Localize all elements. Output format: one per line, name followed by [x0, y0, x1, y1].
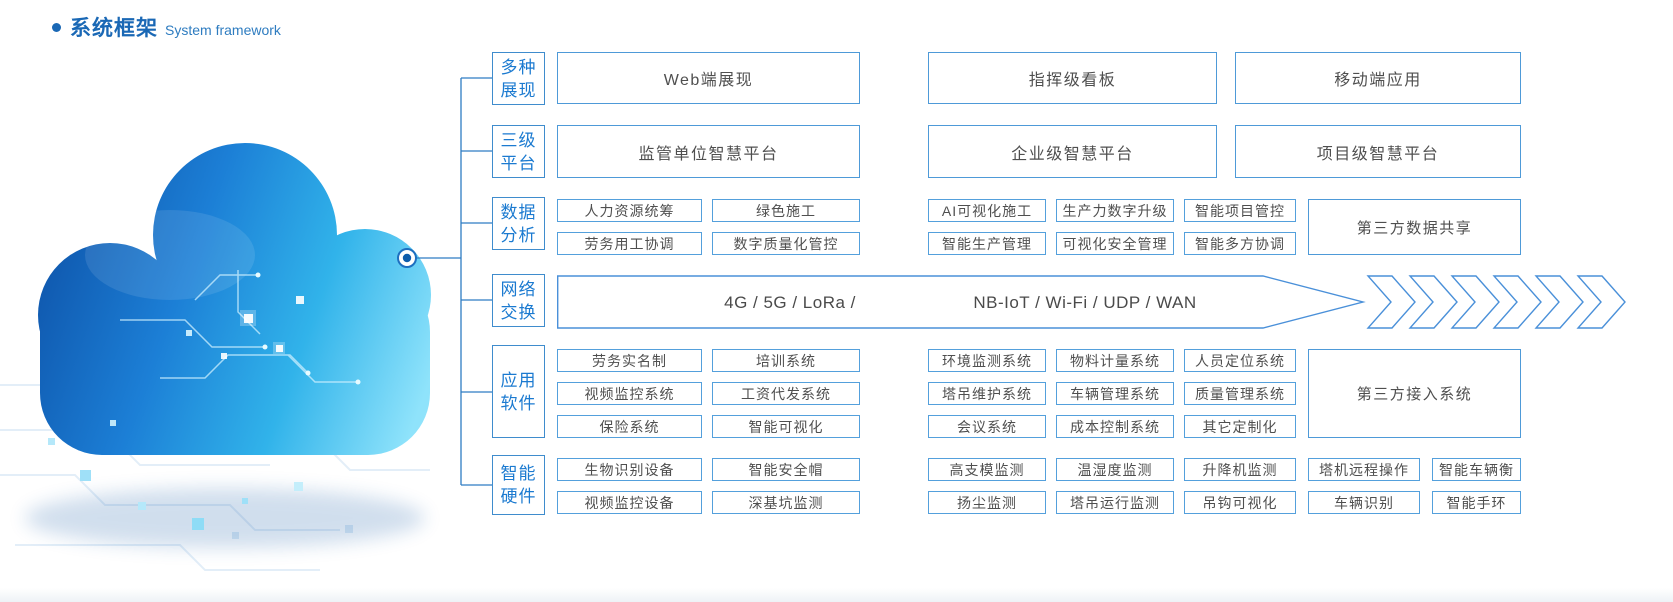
box-software-cell: 视频监控系统 — [557, 382, 702, 405]
box-software-cell: 成本控制系统 — [1056, 415, 1174, 438]
row-label-platform: 三级平台 — [492, 125, 545, 178]
box-project-platform: 项目级智慧平台 — [1235, 125, 1521, 178]
cloud-body — [38, 143, 431, 455]
glow-squares — [186, 296, 304, 359]
box-hardware-cell: 深基坑监测 — [712, 491, 860, 514]
row-label-network: 网络交换 — [492, 274, 545, 327]
hub-node-core — [402, 253, 412, 263]
chevron-icon — [1450, 275, 1500, 329]
hub-node-icon — [397, 248, 417, 268]
network-band-shape — [557, 275, 1366, 329]
box-command-board: 指挥级看板 — [928, 52, 1217, 104]
box-hardware-cell: 视频监控设备 — [557, 491, 702, 514]
box-data-cell: 智能生产管理 — [928, 232, 1046, 255]
box-software-cell: 其它定制化 — [1184, 415, 1296, 438]
box-software-cell: 环境监测系统 — [928, 349, 1046, 372]
box-hardware-cell: 塔吊运行监测 — [1056, 491, 1174, 514]
box-software-cell: 车辆管理系统 — [1056, 382, 1174, 405]
box-regulator-platform: 监管单位智慧平台 — [557, 125, 860, 178]
box-hardware-cell: 生物识别设备 — [557, 458, 702, 481]
network-protocols-left: 4G / 5G / LoRa / — [724, 293, 856, 312]
box-data-cell: 生产力数字升级 — [1056, 199, 1174, 222]
cloud-highlight — [85, 210, 255, 300]
box-third-party-data-share: 第三方数据共享 — [1308, 199, 1521, 255]
box-data-cell: 智能项目管控 — [1184, 199, 1296, 222]
cloud-circuit-traces — [120, 270, 358, 383]
box-data-cell: 绿色施工 — [712, 199, 860, 222]
box-hardware-cell: 智能安全帽 — [712, 458, 860, 481]
box-data-cell: 劳务用工协调 — [557, 232, 702, 255]
box-data-cell: 人力资源统筹 — [557, 199, 702, 222]
cloud-shadow — [25, 488, 425, 548]
chevron-icon — [1534, 275, 1584, 329]
title-zh: 系统框架 — [70, 17, 158, 40]
box-hardware-cell: 智能手环 — [1432, 491, 1521, 514]
row-label-software: 应用软件 — [492, 345, 545, 438]
row-label-hardware: 智能硬件 — [492, 455, 545, 515]
row-label-data: 数据分析 — [492, 197, 545, 250]
box-data-cell: 数字质量化管控 — [712, 232, 860, 255]
box-software-cell: 会议系统 — [928, 415, 1046, 438]
box-data-cell: 可视化安全管理 — [1056, 232, 1174, 255]
bullet-dot-icon — [52, 22, 61, 32]
box-hardware-cell: 高支模监测 — [928, 458, 1046, 481]
box-hardware-cell: 扬尘监测 — [928, 491, 1046, 514]
chevron-icon — [1366, 275, 1416, 329]
box-hardware-cell: 温湿度监测 — [1056, 458, 1174, 481]
chevron-icon — [1576, 275, 1626, 329]
box-hardware-cell: 吊钩可视化 — [1184, 491, 1296, 514]
chevron-icon — [1492, 275, 1542, 329]
page-title: 系统框架 System framework — [52, 12, 281, 42]
row-label-display: 多种展现 — [492, 52, 545, 105]
network-protocols-right: NB-IoT / Wi-Fi / UDP / WAN — [973, 293, 1197, 312]
cloud-illustration — [0, 143, 431, 571]
chevron-icon — [1408, 275, 1458, 329]
box-hardware-cell: 塔机远程操作 — [1308, 458, 1420, 481]
box-hardware-cell: 车辆识别 — [1308, 491, 1420, 514]
box-software-cell: 塔吊维护系统 — [928, 382, 1046, 405]
box-web-display: Web端展现 — [557, 52, 860, 104]
box-software-cell: 人员定位系统 — [1184, 349, 1296, 372]
box-software-cell: 劳务实名制 — [557, 349, 702, 372]
box-software-cell: 保险系统 — [557, 415, 702, 438]
background-circuit-squares — [52, 378, 353, 539]
box-software-cell: 智能可视化 — [712, 415, 860, 438]
background-circuit-lines — [0, 384, 430, 571]
bottom-edge-strip — [0, 588, 1673, 602]
title-en: System framework — [165, 21, 281, 38]
box-mobile-app: 移动端应用 — [1235, 52, 1521, 104]
box-third-party-access: 第三方接入系统 — [1308, 349, 1521, 438]
floating-squares — [48, 420, 303, 530]
trace-endpoints — [255, 272, 361, 385]
box-data-cell: 智能多方协调 — [1184, 232, 1296, 255]
box-enterprise-platform: 企业级智慧平台 — [928, 125, 1217, 178]
box-data-cell: AI可视化施工 — [928, 199, 1046, 222]
box-hardware-cell: 升降机监测 — [1184, 458, 1296, 481]
box-hardware-cell: 智能车辆衡 — [1432, 458, 1521, 481]
box-software-cell: 物料计量系统 — [1056, 349, 1174, 372]
box-software-cell: 培训系统 — [712, 349, 860, 372]
box-software-cell: 质量管理系统 — [1184, 382, 1296, 405]
box-software-cell: 工资代发系统 — [712, 382, 860, 405]
